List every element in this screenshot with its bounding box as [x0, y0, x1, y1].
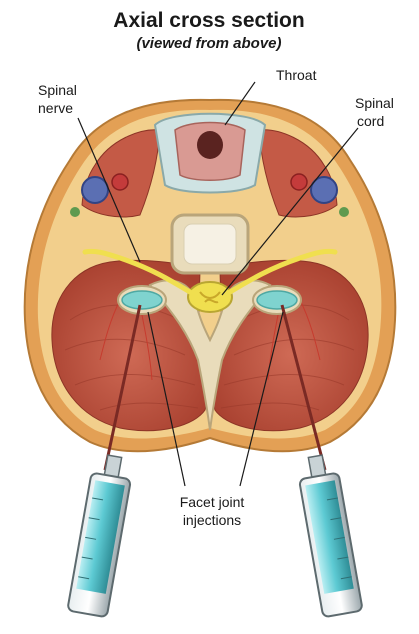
label-spinal-nerve-line2: nerve	[38, 100, 73, 116]
left-syringe	[67, 453, 134, 618]
diagram-subtitle: (viewed from above)	[136, 35, 281, 52]
right-facet-cartilage	[257, 291, 297, 309]
right-syringe	[296, 453, 363, 618]
label-spinal-cord-line1: Spinal	[355, 95, 394, 111]
vertebral-body-cancellous	[184, 224, 236, 264]
label-facet-joint-injections-line1: Facet joint	[180, 494, 245, 510]
label-facet-joint-injections-line2: injections	[183, 512, 241, 528]
left-facet-cartilage	[122, 291, 162, 309]
throat-lumen	[197, 131, 223, 159]
diagram-title: Axial cross section	[113, 9, 304, 32]
label-spinal-cord-line2: cord	[357, 113, 384, 129]
label-throat: Throat	[276, 67, 317, 83]
label-spinal-nerve-line1: Spinal	[38, 82, 77, 98]
